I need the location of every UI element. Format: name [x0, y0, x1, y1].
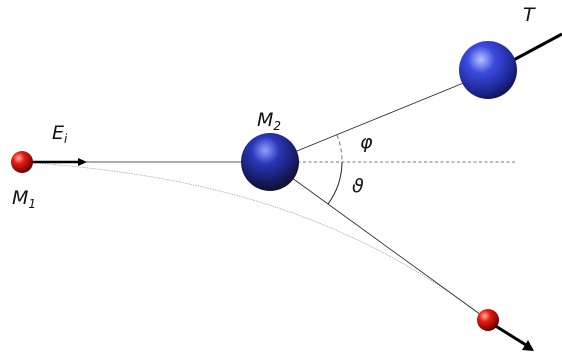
label-m1: M1: [12, 187, 37, 211]
label-m2: M2: [257, 109, 282, 133]
incident-momentum-arrow: [32, 158, 87, 166]
angle-phi-arc: [336, 134, 343, 163]
angle-theta-arc: [327, 161, 343, 205]
scattered-momentum-arrow: [493, 323, 534, 351]
target-sphere-initial: [241, 133, 299, 191]
recoil-momentum-arrow: [507, 32, 562, 65]
projectile-trajectory: [21, 161, 489, 321]
projectile-sphere-initial: [11, 151, 33, 173]
recoil-line: [269, 72, 489, 163]
target-sphere-recoiled: [459, 41, 517, 99]
projectile-sphere-scattered: [477, 309, 499, 331]
label-phi: φ: [360, 131, 373, 153]
label-theta: ϑ: [352, 175, 364, 197]
label-ei: Ei: [52, 122, 68, 146]
label-t: T: [523, 4, 535, 26]
scattered-line: [269, 161, 489, 321]
